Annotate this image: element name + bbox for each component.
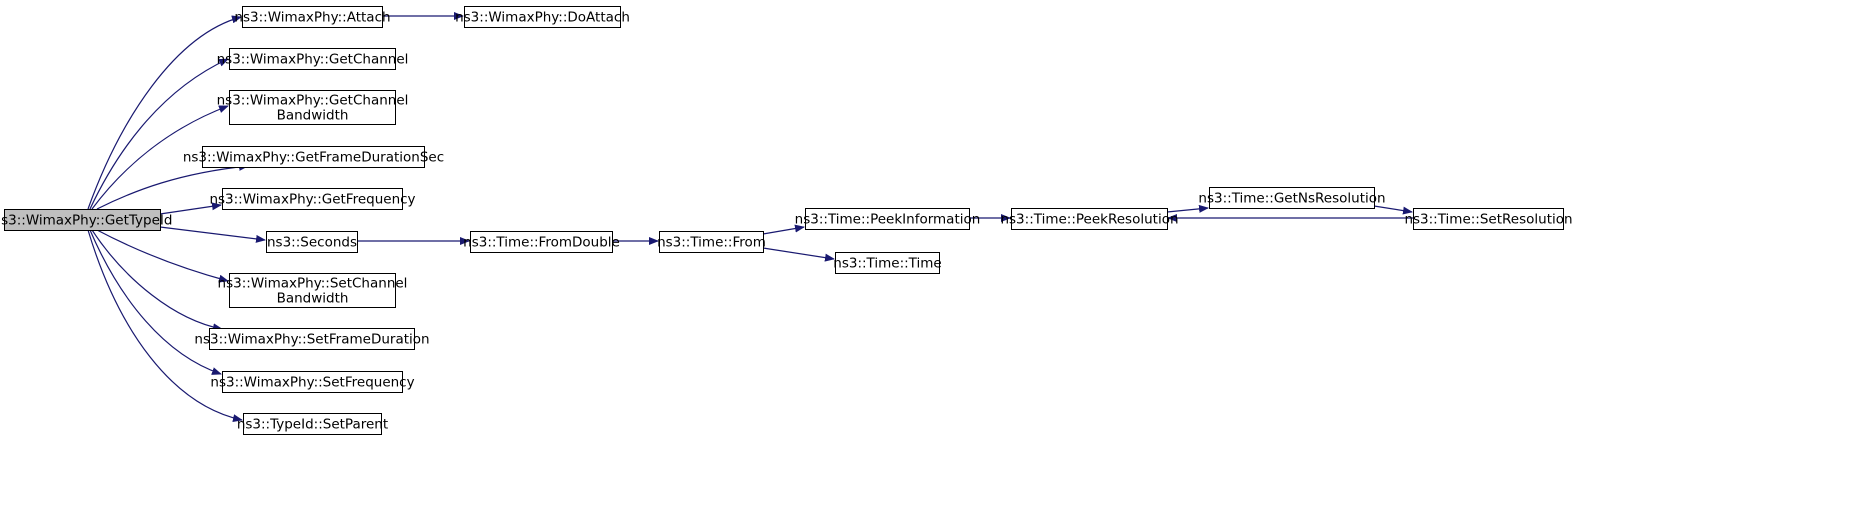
node-peekres[interactable]: ns3::Time::PeekResolution xyxy=(1000,208,1179,230)
node-getfreq[interactable]: ns3::WimaxPhy::GetFrequency xyxy=(209,188,416,210)
node-label: ns3::Seconds xyxy=(267,235,357,251)
edge-line xyxy=(762,224,805,235)
node-box xyxy=(222,371,403,393)
node-box xyxy=(222,188,403,210)
edge-line xyxy=(87,229,243,423)
node-label: Bandwidth xyxy=(277,291,349,307)
nodes-layer: ns3::WimaxPhy::GetTypeId ns3::WimaxPhy::A… xyxy=(0,6,1573,435)
node-box xyxy=(242,6,383,28)
edge-line xyxy=(89,58,229,210)
node-getchannel[interactable]: ns3::WimaxPhy::GetChannel xyxy=(217,48,409,70)
node-box xyxy=(229,48,396,70)
node-box xyxy=(1413,208,1564,230)
node-setframedur[interactable]: ns3::WimaxPhy::SetFrameDuration xyxy=(194,328,430,350)
edge-line xyxy=(91,229,223,332)
node-label: ns3::Time::SetResolution xyxy=(1404,212,1572,228)
node-label: ns3::Time::GetNsResolution xyxy=(1198,191,1385,207)
edge-gettypeid-to-getchannelbw xyxy=(91,105,229,210)
edge-getnsres-to-setres xyxy=(1373,205,1413,215)
node-box xyxy=(4,209,161,231)
node-label: ns3::WimaxPhy::GetChannel xyxy=(217,93,409,109)
node-seconds[interactable]: ns3::Seconds xyxy=(266,231,358,253)
edge-line xyxy=(89,229,222,375)
edge-line xyxy=(762,247,835,262)
node-setfreq[interactable]: ns3::WimaxPhy::SetFrequency xyxy=(210,371,415,393)
node-box xyxy=(1011,208,1168,230)
node-box xyxy=(243,413,382,435)
edge-line xyxy=(96,229,229,283)
node-box xyxy=(805,208,970,230)
node-getframedur[interactable]: ns3::WimaxPhy::GetFrameDurationSec xyxy=(183,146,444,168)
node-label: ns3::WimaxPhy::SetFrequency xyxy=(210,375,414,391)
node-doattach[interactable]: ns3::WimaxPhy::DoAttach xyxy=(455,6,630,28)
node-box xyxy=(209,328,415,350)
node-box xyxy=(1209,187,1375,209)
edge-gettypeid-to-attach xyxy=(87,15,242,210)
node-setparent[interactable]: ns3::TypeId::SetParent xyxy=(237,413,388,435)
node-fromdouble[interactable]: ns3::Time::FromDouble xyxy=(463,231,620,253)
edge-gettypeid-to-setparent xyxy=(87,229,243,423)
edge-gettypeid-to-setfreq xyxy=(89,229,222,375)
node-label: ns3::WimaxPhy::GetChannel xyxy=(217,52,409,68)
node-box xyxy=(464,6,621,28)
node-label: ns3::WimaxPhy::SetChannel xyxy=(218,276,408,292)
edge-line xyxy=(159,202,222,215)
node-gettypeid[interactable]: ns3::WimaxPhy::GetTypeId xyxy=(0,209,172,231)
node-box xyxy=(266,231,358,253)
node-time[interactable]: ns3::Time::Time xyxy=(833,252,942,274)
node-box xyxy=(229,273,396,308)
edges-layer xyxy=(87,12,1413,423)
edge-gettypeid-to-setchannelbw xyxy=(96,229,229,283)
node-getnsres[interactable]: ns3::Time::GetNsResolution xyxy=(1198,187,1386,209)
edge-peekres-to-getnsres xyxy=(1166,204,1209,213)
node-label: ns3::Time::FromDouble xyxy=(463,235,620,251)
node-label: Bandwidth xyxy=(277,108,349,124)
node-box xyxy=(835,252,940,274)
node-label: ns3::Time::Time xyxy=(833,256,941,272)
edge-gettypeid-to-getfreq xyxy=(159,202,222,215)
node-label: ns3::TypeId::SetParent xyxy=(237,417,388,433)
node-box xyxy=(229,90,396,125)
node-setres[interactable]: ns3::Time::SetResolution xyxy=(1404,208,1573,230)
edge-line xyxy=(96,162,249,210)
node-label: ns3::WimaxPhy::DoAttach xyxy=(455,10,630,26)
node-label: ns3::WimaxPhy::GetFrameDurationSec xyxy=(183,150,444,166)
node-peekinfo[interactable]: ns3::Time::PeekInformation xyxy=(795,208,981,230)
node-label: ns3::WimaxPhy::Attach xyxy=(234,10,390,26)
edge-gettypeid-to-seconds xyxy=(159,226,266,243)
node-label: ns3::Time::PeekResolution xyxy=(1000,212,1178,228)
node-box xyxy=(659,231,764,253)
edge-gettypeid-to-setframedur xyxy=(91,229,223,332)
edge-gettypeid-to-getframedur xyxy=(96,162,249,210)
edge-gettypeid-to-getchannel xyxy=(89,58,229,210)
edge-from-to-time xyxy=(762,247,835,262)
node-box xyxy=(202,146,425,168)
node-label: ns3::WimaxPhy::GetFrequency xyxy=(209,192,415,208)
edge-line xyxy=(1373,205,1413,215)
edge-line xyxy=(91,105,229,210)
node-label: ns3::Time::From xyxy=(657,235,766,251)
edge-from-to-peekinfo xyxy=(762,224,805,235)
node-label: ns3::WimaxPhy::SetFrameDuration xyxy=(194,332,429,348)
node-box xyxy=(470,231,613,253)
edge-line xyxy=(159,226,266,243)
edge-line xyxy=(1166,204,1209,213)
node-from[interactable]: ns3::Time::From xyxy=(657,231,766,253)
node-label: ns3::WimaxPhy::GetTypeId xyxy=(0,213,172,229)
node-attach[interactable]: ns3::WimaxPhy::Attach xyxy=(234,6,391,28)
node-label: ns3::Time::PeekInformation xyxy=(795,212,981,228)
edge-line xyxy=(87,15,242,210)
